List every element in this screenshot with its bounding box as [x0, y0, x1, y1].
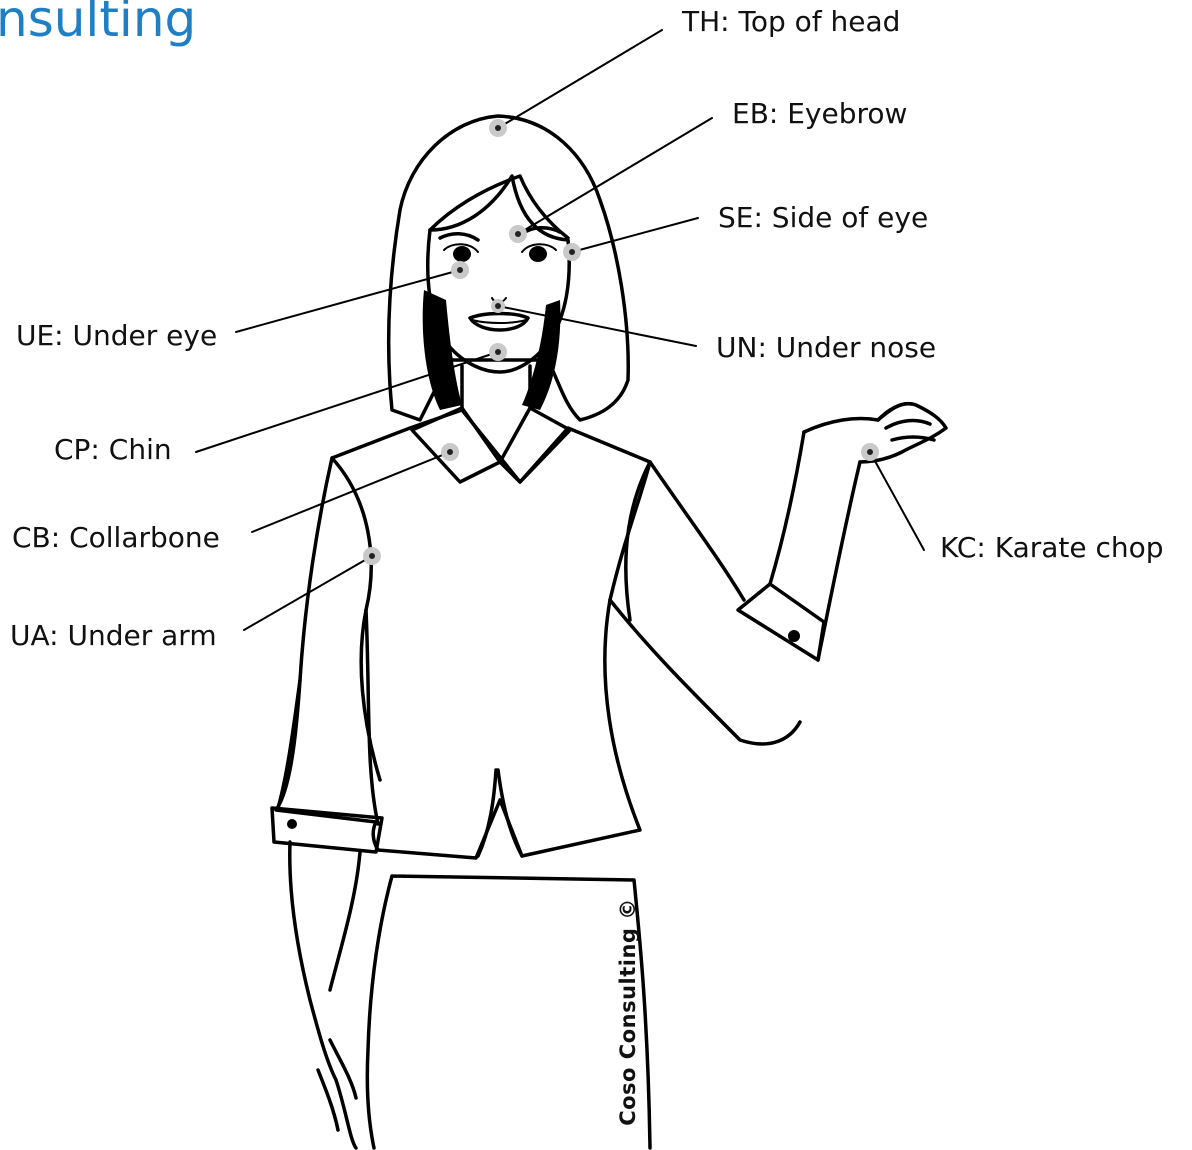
mouth-line	[472, 320, 526, 323]
left-cuff-button	[287, 819, 297, 829]
bodice-right-seam	[626, 462, 650, 620]
leader-line-kc	[870, 452, 924, 550]
label-side-of-eye: SE: Side of eye	[718, 204, 928, 232]
hair-outline	[389, 116, 628, 420]
label-chin: CP: Chin	[54, 436, 172, 464]
label-under-nose: UN: Under nose	[716, 334, 936, 362]
right-cuff	[738, 584, 824, 660]
blouse	[276, 410, 650, 858]
label-under-eye: UE: Under eye	[16, 322, 217, 350]
leader-line-th	[498, 30, 662, 128]
point-cp	[489, 343, 507, 361]
point-cb	[441, 443, 459, 461]
point-ua	[363, 547, 381, 565]
leader-line-un	[498, 306, 696, 346]
point-th	[489, 119, 507, 137]
point-eb	[509, 225, 527, 243]
right-cuff-button	[788, 630, 800, 642]
label-under-arm: UA: Under arm	[10, 622, 217, 650]
point-ue	[451, 261, 469, 279]
center-pleat	[478, 770, 522, 856]
right-eye	[529, 246, 547, 262]
right-forearm	[770, 432, 860, 660]
point-se	[563, 243, 581, 261]
leader-line-se	[572, 218, 698, 252]
label-collarbone: CB: Collarbone	[12, 524, 220, 552]
collar-right	[500, 408, 570, 482]
point-un	[491, 299, 505, 313]
skirt	[367, 876, 650, 1148]
copyright-watermark: Coso Consulting ©	[616, 892, 640, 1132]
left-eyebrow	[440, 234, 478, 240]
label-top-of-head: TH: Top of head	[682, 8, 900, 36]
leader-line-cb	[252, 452, 450, 532]
collar-left	[412, 408, 500, 482]
label-karate-chop: KC: Karate chop	[940, 534, 1164, 562]
left-eye	[453, 246, 471, 262]
bodice-left-seam	[332, 458, 380, 780]
point-kc	[861, 443, 879, 461]
label-eyebrow: EB: Eyebrow	[732, 100, 907, 128]
left-forearm	[290, 842, 360, 1148]
hair-shadow-left	[423, 290, 462, 410]
